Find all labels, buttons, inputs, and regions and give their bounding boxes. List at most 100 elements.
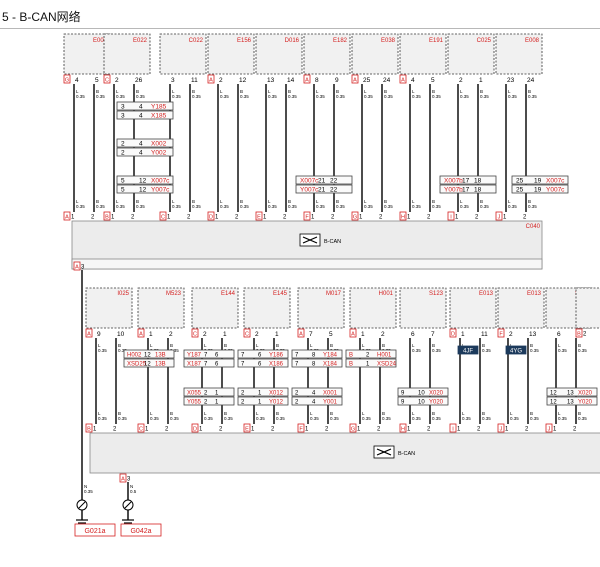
inline-label: 13 <box>567 400 574 406</box>
bus-name: B-CAN <box>398 451 415 457</box>
inline-connector-row <box>546 387 598 397</box>
inline-label: 2 <box>241 391 245 397</box>
connector-label: C <box>105 78 109 84</box>
bus-pin: 1 <box>215 215 219 221</box>
wire-size-l: 0.35 <box>412 416 421 421</box>
wire-size-b: 0.35 <box>240 94 249 99</box>
wire-size-l: 0.35 <box>412 204 421 209</box>
inline-label: Y002 <box>151 150 167 157</box>
module-box <box>207 33 255 75</box>
bus-pin: 2 <box>427 427 431 433</box>
inline-label: 4 <box>312 400 316 406</box>
bus-connector-label: F <box>305 215 309 221</box>
wire-size-l: 0.35 <box>364 204 373 209</box>
pin-number: 5 <box>329 331 333 338</box>
bus-connector-marker <box>63 211 71 221</box>
wire-size-l: 0.35 <box>98 348 107 353</box>
wire-size-l: 0.35 <box>412 348 421 353</box>
wire-color-b: B <box>224 343 227 348</box>
pin-number: 1 <box>361 331 365 338</box>
connector-marker <box>399 74 407 84</box>
wire-color-l: L <box>204 343 207 348</box>
wire-size-l: 0.35 <box>462 416 471 421</box>
pin-number: 1 <box>223 331 227 338</box>
wire-color-l: L <box>508 199 511 204</box>
wire-color-b: B <box>170 343 173 348</box>
connector-marker <box>103 74 111 84</box>
wire-color-l: L <box>220 199 223 204</box>
inline-label: X007c <box>546 178 565 185</box>
inline-label: 5 <box>121 187 125 194</box>
bus-pin: 1 <box>71 215 75 221</box>
wire-color-l: L <box>460 89 463 94</box>
pin-number: 1 <box>479 77 483 84</box>
wire-color-b: B <box>330 343 333 348</box>
module-box <box>103 33 151 75</box>
bus-connector-marker <box>545 423 553 433</box>
inline-label: 7 <box>241 353 245 359</box>
bus-connector-label: H <box>401 427 405 433</box>
ground-label: G021a <box>84 528 105 535</box>
wire-color-l: L <box>462 343 465 348</box>
inline-connector-row <box>183 387 235 397</box>
wire-color-l: L <box>150 411 153 416</box>
pin-number: 2 <box>255 331 259 338</box>
connector-marker <box>303 74 311 84</box>
bus-pin: 2 <box>523 215 527 221</box>
gnd-connector-label: A <box>75 265 79 271</box>
wire-size-b: 0.35 <box>136 204 145 209</box>
wire-size-b: 0.35 <box>192 94 201 99</box>
connector-label: D <box>451 332 455 338</box>
inline-label: 19 <box>534 178 542 185</box>
inline-label: 1 <box>215 400 219 406</box>
wire-color-b: B <box>480 199 483 204</box>
bus-connector-marker <box>495 211 503 221</box>
module-label: E008 <box>525 38 540 44</box>
connector-label: A <box>351 332 355 338</box>
connector-marker <box>137 328 145 338</box>
bus-connector-marker <box>399 423 407 433</box>
connector-marker <box>207 74 215 84</box>
wire-color-l: L <box>256 411 259 416</box>
pin-number: 1 <box>275 331 279 338</box>
wire-color-l: L <box>268 89 271 94</box>
bus-connector-label: B <box>105 215 109 221</box>
tag-box <box>505 345 527 355</box>
wire-size-l: 0.35 <box>510 416 519 421</box>
inline-label: H001 <box>377 353 392 359</box>
wire-color-l: L <box>150 343 153 348</box>
bus-connector-marker <box>449 423 457 433</box>
pin-number: 25 <box>363 77 371 84</box>
inline-label: 13B <box>155 353 166 359</box>
inline-label: Y020 <box>578 400 593 406</box>
bus-pin: 1 <box>93 427 97 433</box>
wire-size-l: 0.35 <box>76 94 85 99</box>
inline-label: 22 <box>330 187 338 194</box>
inline-label: Y007c <box>546 187 565 194</box>
wire-color-b: B <box>288 89 291 94</box>
wire-color-b: B <box>528 199 531 204</box>
inline-label: X186 <box>269 362 284 368</box>
wire-size-b: 0.35 <box>288 94 297 99</box>
connector-label: A <box>353 78 357 84</box>
pin-number: 2 <box>583 332 587 338</box>
inline-label: 7 <box>295 362 299 368</box>
inline-connector-row <box>397 387 449 397</box>
bus-connector-marker <box>207 211 215 221</box>
ground-fuse-slash <box>124 501 132 509</box>
wire-color-b: B <box>192 89 195 94</box>
bus-connector-label: J <box>548 427 551 433</box>
inline-label: X002 <box>151 141 167 148</box>
module-box <box>243 287 291 329</box>
inline-label: X007c <box>151 178 170 185</box>
wire-color-l: L <box>98 411 101 416</box>
bus-pin: 1 <box>199 427 203 433</box>
inline-label: 12 <box>144 353 151 359</box>
wire-color-l: L <box>98 343 101 348</box>
bus-pin: 2 <box>165 427 169 433</box>
module-box <box>447 33 495 75</box>
wire-size-b: 0.35 <box>96 204 105 209</box>
wire-color-b: B <box>530 411 533 416</box>
inline-label: X184 <box>323 362 338 368</box>
wire-size-b: 0.35 <box>276 416 285 421</box>
